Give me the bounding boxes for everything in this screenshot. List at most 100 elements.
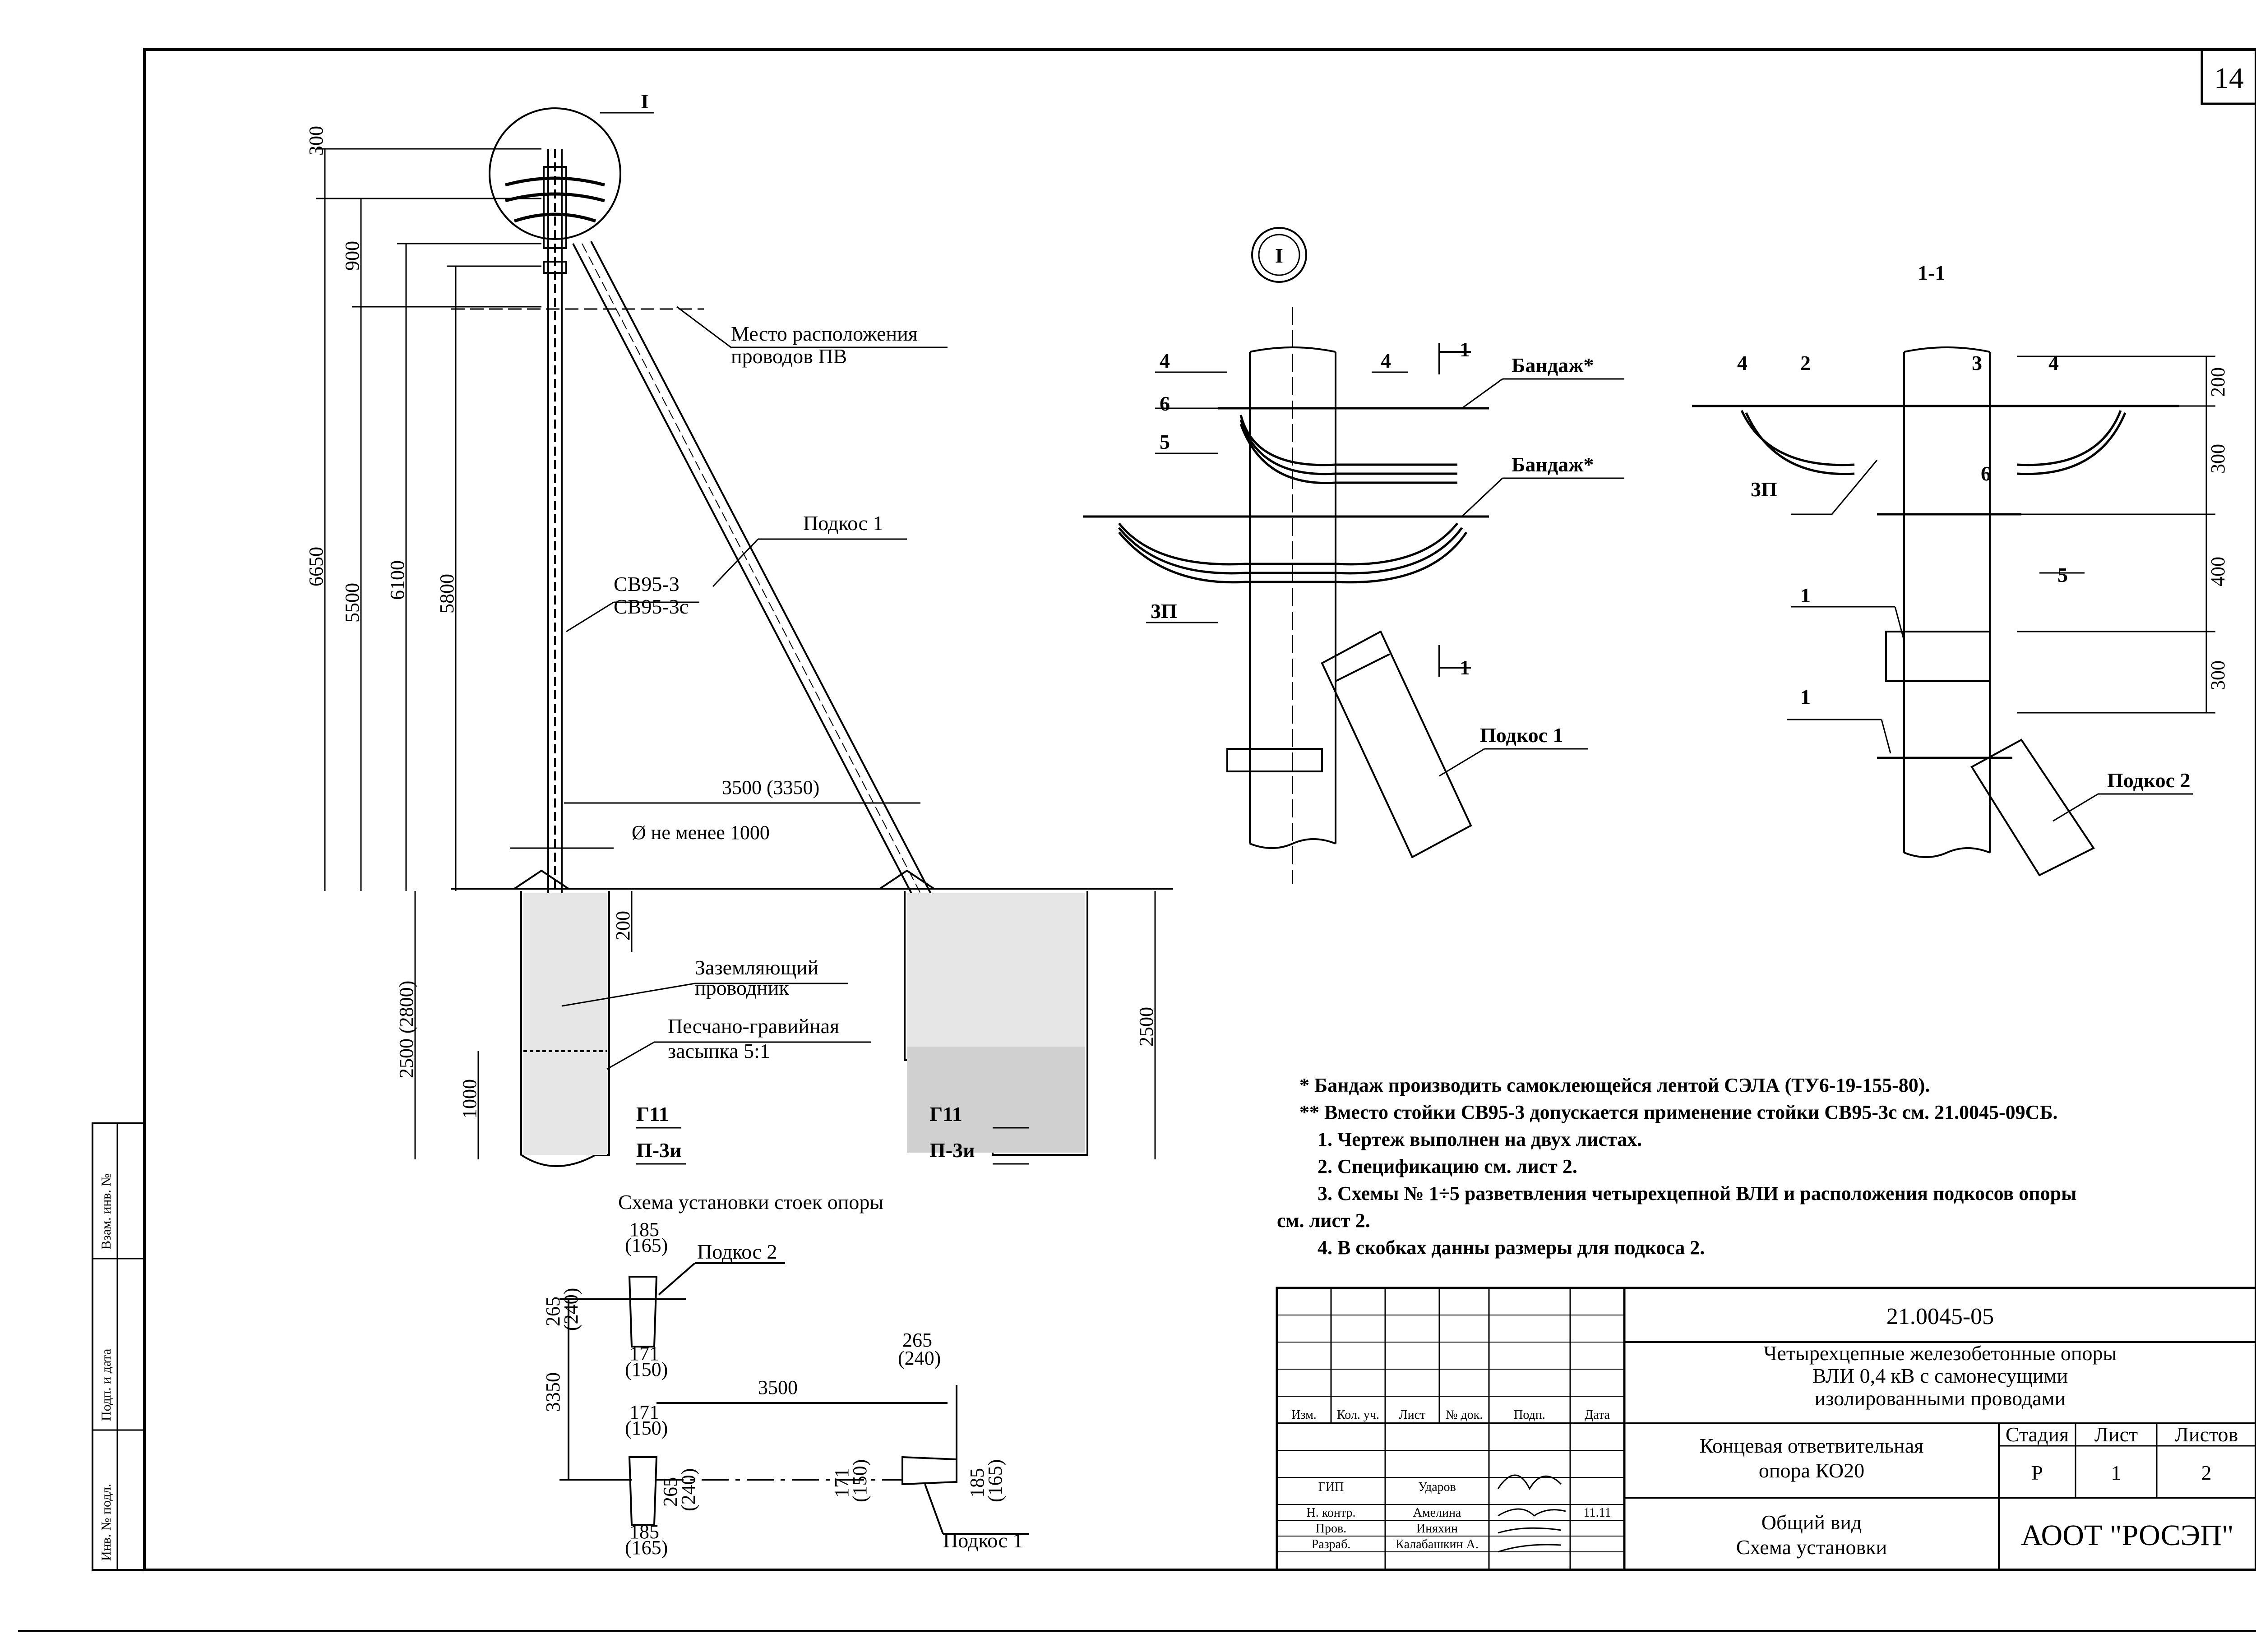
install-240-c: (240)	[677, 1468, 699, 1511]
detail-wires	[1083, 407, 1489, 772]
detail-label-4b: 4	[1381, 349, 1391, 372]
section-dim-300b: 300	[2207, 660, 2229, 690]
stamp-inv-podl: Инв. № подл.	[99, 1484, 114, 1561]
tb-role-nkontr: Н. контр.	[1307, 1506, 1356, 1520]
label-wires-1: Место расположения	[731, 322, 918, 345]
sheet-number-box	[2201, 48, 2256, 105]
left-pit	[520, 891, 610, 1167]
tb-col-podp: Подп.	[1514, 1408, 1545, 1422]
detail-leaders	[1146, 371, 1624, 777]
tb-name-4: Калабашкин А.	[1396, 1537, 1478, 1551]
detail-label-bandazh-1: Бандаж*	[1512, 354, 1594, 377]
install-podkos-1: Подкос 1	[943, 1529, 1023, 1552]
install-3500: 3500	[758, 1376, 798, 1398]
right-pit	[904, 891, 1088, 1156]
install-podkos-2: Подкос 2	[697, 1240, 777, 1263]
note-1: ** Вместо стойки СВ95-3 допускается прим…	[1299, 1101, 2058, 1123]
side-stamp: Инв. № подл. Подп. и дата Взам. инв. №	[92, 1122, 145, 1571]
dim-5800: 5800	[436, 574, 458, 614]
label-g11-right: Г11	[929, 1103, 962, 1126]
label-p3i-left: П-3и	[636, 1139, 682, 1162]
tb-col-izm: Изм.	[1291, 1408, 1317, 1422]
section-wires	[1692, 405, 2179, 759]
dim-6650: 6650	[305, 547, 327, 586]
sheet-number: 14	[2214, 62, 2244, 95]
ground-line	[451, 869, 1173, 890]
sheet-frame	[143, 48, 2256, 1571]
main-view: I	[305, 90, 1173, 1167]
section-label-5: 5	[2057, 563, 2068, 586]
label-p3i-right: П-3и	[929, 1139, 975, 1162]
section-dim-200: 200	[2207, 367, 2229, 397]
dim-2500-2800: 2500 (2800)	[395, 981, 417, 1078]
section-label-6: 6	[1981, 462, 1991, 485]
section-title: 1-1	[1918, 261, 1945, 284]
dim-6100: 6100	[386, 560, 408, 600]
dim-1000: 1000	[458, 1079, 481, 1119]
install-185-c: 185	[629, 1521, 659, 1543]
label-backfill-2: засыпка 5:1	[668, 1039, 770, 1062]
section-label-4b: 4	[2048, 351, 2059, 374]
section-leaders	[1787, 460, 2193, 822]
note-0: * Бандаж производить самоклеющейся ленто…	[1299, 1074, 1930, 1096]
note-5: см. лист 2.	[1277, 1209, 1370, 1232]
dim-5500: 5500	[341, 583, 363, 623]
title-block: 21.0045-05 Четырехцепные железобетонные …	[1276, 1287, 2256, 1571]
note-3: 2. Спецификацию см. лист 2.	[1318, 1155, 1577, 1177]
install-150-b: (150)	[625, 1417, 668, 1439]
install-265-b: 265	[902, 1329, 932, 1351]
detail-label-6: 6	[1160, 392, 1170, 415]
install-165-c: (165)	[625, 1537, 668, 1559]
section-dim-400: 400	[2207, 557, 2229, 586]
notes: * Бандаж производить самоклеющейся ленто…	[1277, 1074, 2076, 1259]
section-label-1a: 1	[1800, 584, 1811, 607]
label-ground-2: проводник	[695, 976, 789, 999]
detail-section-mark	[1438, 343, 1471, 677]
label-post-sv95-3: СВ95-3	[614, 572, 680, 595]
stamp-vzam-inv: Взам. инв. №	[99, 1173, 114, 1250]
tb-date: 11.11	[1584, 1506, 1611, 1520]
detail-I: I	[1083, 227, 1624, 884]
label-post-sv95-3s: СВ95-3с	[614, 595, 689, 618]
leader-lines	[561, 306, 1029, 1165]
detail-label-1-bottom: 1	[1460, 656, 1470, 679]
dim-300: 300	[305, 126, 327, 156]
tb-stage-value: Р	[2031, 1461, 2043, 1484]
install-3350: 3350	[542, 1372, 564, 1412]
label-g11-left: Г11	[636, 1103, 669, 1126]
tb-col-kol: Кол. уч.	[1337, 1408, 1379, 1422]
label-backfill-1: Песчано-гравийная	[668, 1015, 839, 1038]
install-165-b: (165)	[984, 1459, 1006, 1502]
note-6: 4. В скобках данны размеры для подкоса 2…	[1318, 1237, 1705, 1259]
tb-name-1: Ударов	[1418, 1480, 1456, 1494]
install-scheme: Схема установки стоек опоры 185 (165) По…	[542, 1191, 1029, 1559]
install-165-a: (165)	[625, 1234, 668, 1256]
tb-org: АООТ "РОСЭП"	[2021, 1519, 2234, 1552]
tb-project-1: Четырехцепные железобетонные опоры	[1764, 1342, 2117, 1365]
tb-stage-header: Стадия	[2006, 1423, 2069, 1446]
tb-sheet-title-2: опора КО20	[1759, 1459, 1864, 1482]
tb-col-ndok: № док.	[1446, 1408, 1483, 1422]
install-150-c: (150)	[849, 1459, 871, 1502]
install-title: Схема установки стоек опоры	[618, 1191, 883, 1214]
tb-project-2: ВЛИ 0,4 кВ с самонесущими	[1812, 1364, 2068, 1387]
section-dims	[2017, 355, 2215, 714]
install-171-a: 171	[629, 1343, 659, 1365]
dim-3500-3350: 3500 (3350)	[722, 776, 819, 798]
detail-label-bandazh-2: Бандаж*	[1512, 453, 1594, 476]
label-ground-1: Заземляющий	[695, 956, 818, 979]
install-185-a: 185	[629, 1218, 659, 1241]
note-2: 1. Чертеж выполнен на двух листах.	[1318, 1128, 1642, 1150]
detail-strut	[1321, 630, 1472, 858]
tb-name-2: Амелина	[1413, 1506, 1461, 1520]
tb-col-list: Лист	[1399, 1408, 1426, 1422]
install-240-b: (240)	[898, 1347, 941, 1369]
tb-doc-code: 21.0045-05	[1886, 1304, 1994, 1329]
tb-role-gip: ГИП	[1318, 1480, 1344, 1494]
detail-label-5: 5	[1160, 430, 1170, 453]
detail-label-podkos-1: Подкос 1	[1480, 724, 1563, 747]
tb-signatures	[1497, 1474, 1566, 1553]
detail-label-4a: 4	[1160, 349, 1170, 372]
detail-pole	[1249, 307, 1336, 884]
